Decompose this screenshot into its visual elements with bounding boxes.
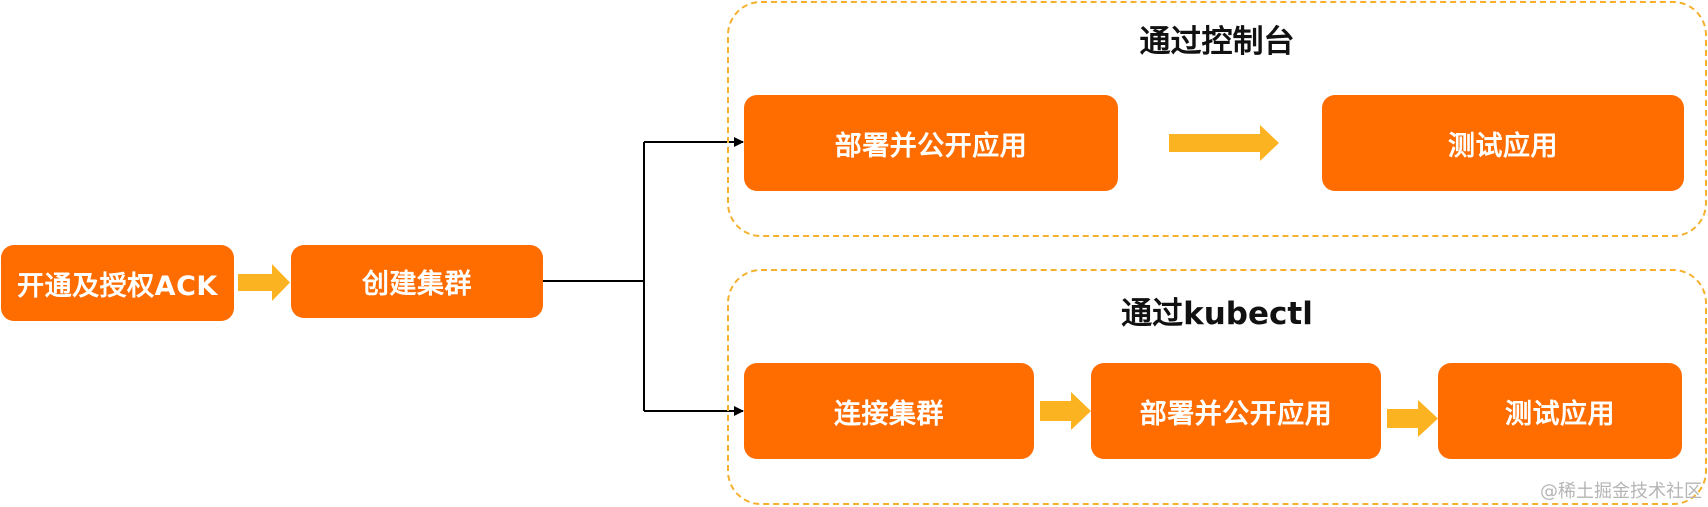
kubectl-step-connect: 连接集群 xyxy=(744,363,1034,459)
console-group-title: 通过控制台 xyxy=(1139,24,1295,60)
kubectl-group-title: 通过kubectl xyxy=(1121,296,1313,332)
console-step-test: 测试应用 xyxy=(1322,95,1684,191)
arrow-right-icon xyxy=(1040,392,1091,430)
kubectl-step-test: 测试应用 xyxy=(1438,363,1682,459)
watermark: @稀土掘金技术社区 xyxy=(1540,481,1702,502)
kubectl-group: 通过kubectl xyxy=(727,269,1707,505)
console-step-deploy: 部署并公开应用 xyxy=(744,95,1118,191)
arrow-right-icon xyxy=(1169,125,1279,161)
step-enable-ack: 开通及授权ACK xyxy=(1,245,234,321)
console-group: 通过控制台 xyxy=(727,1,1707,237)
kubectl-step-deploy: 部署并公开应用 xyxy=(1091,363,1381,459)
step-create-cluster: 创建集群 xyxy=(291,245,543,318)
arrow-right-icon xyxy=(1387,400,1438,437)
arrow-right-icon xyxy=(238,264,290,301)
